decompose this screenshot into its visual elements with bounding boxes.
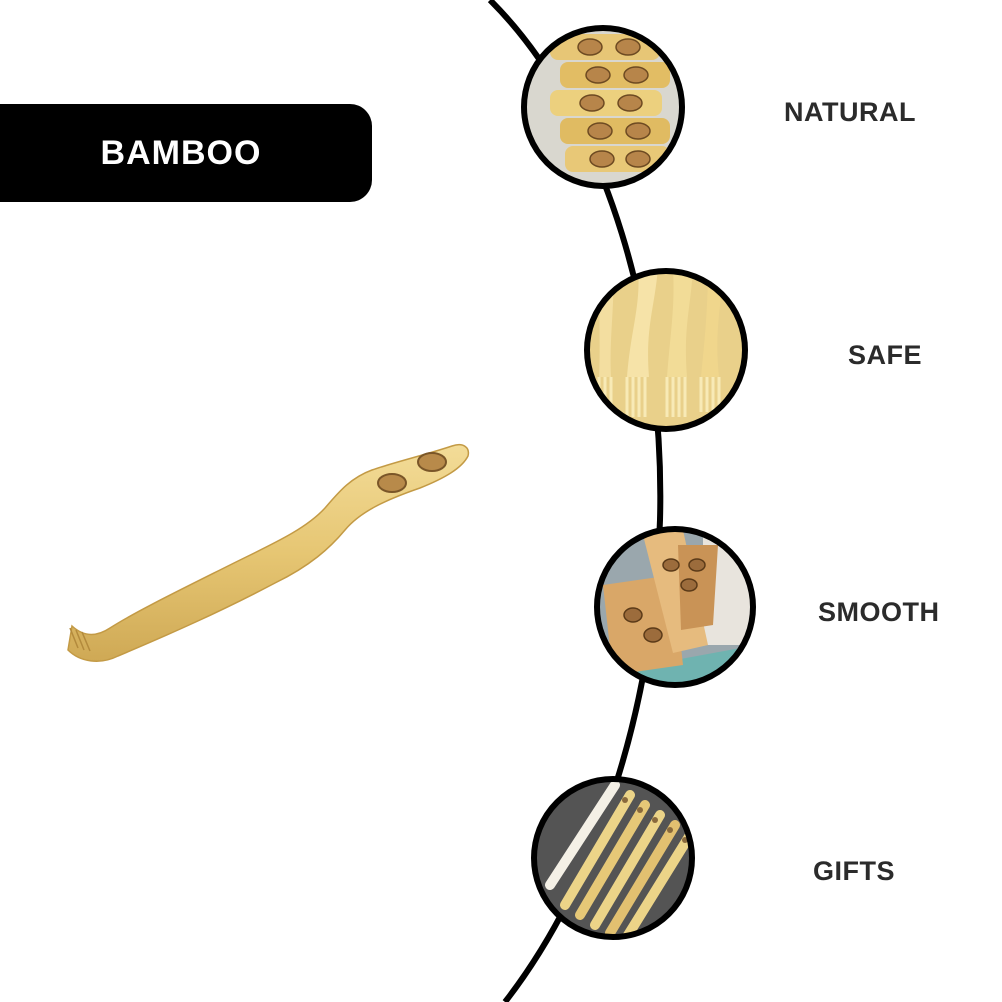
feature-label-gifts: GIFTS xyxy=(813,856,895,886)
bamboo-rollers-photo-icon xyxy=(521,25,685,189)
page-title: BAMBOO xyxy=(100,133,262,172)
bamboo-combs-photo-icon xyxy=(584,268,748,432)
bamboo-set-photo-icon xyxy=(531,776,695,940)
bamboo-back-scratcher-icon xyxy=(67,444,470,662)
feature-label-safe: SAFE xyxy=(848,340,923,370)
feature-label-smooth: SMOOTH xyxy=(818,597,940,627)
bamboo-pile-photo-icon xyxy=(594,526,756,688)
feature-label-natural: NATURAL xyxy=(784,97,916,127)
title-tab: BAMBOO xyxy=(0,104,372,202)
